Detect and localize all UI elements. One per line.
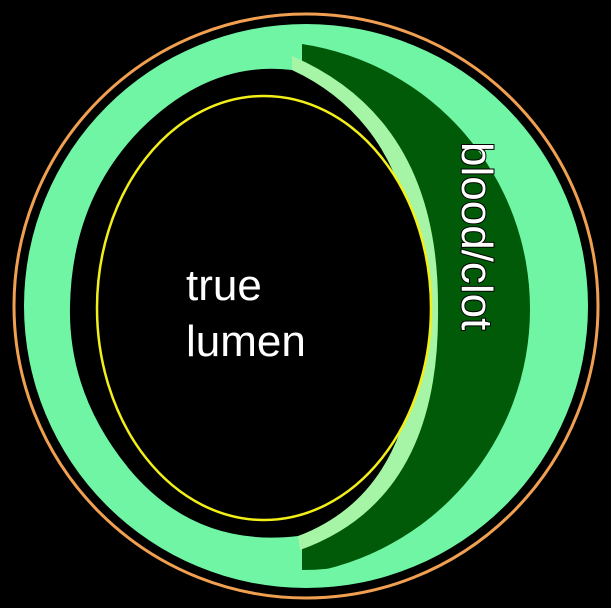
blood-clot-label: blood/clot	[452, 142, 501, 330]
true-lumen-label-line1: true	[186, 261, 262, 310]
true-lumen-outline	[97, 96, 431, 520]
true-lumen-label-line2: lumen	[186, 317, 306, 366]
